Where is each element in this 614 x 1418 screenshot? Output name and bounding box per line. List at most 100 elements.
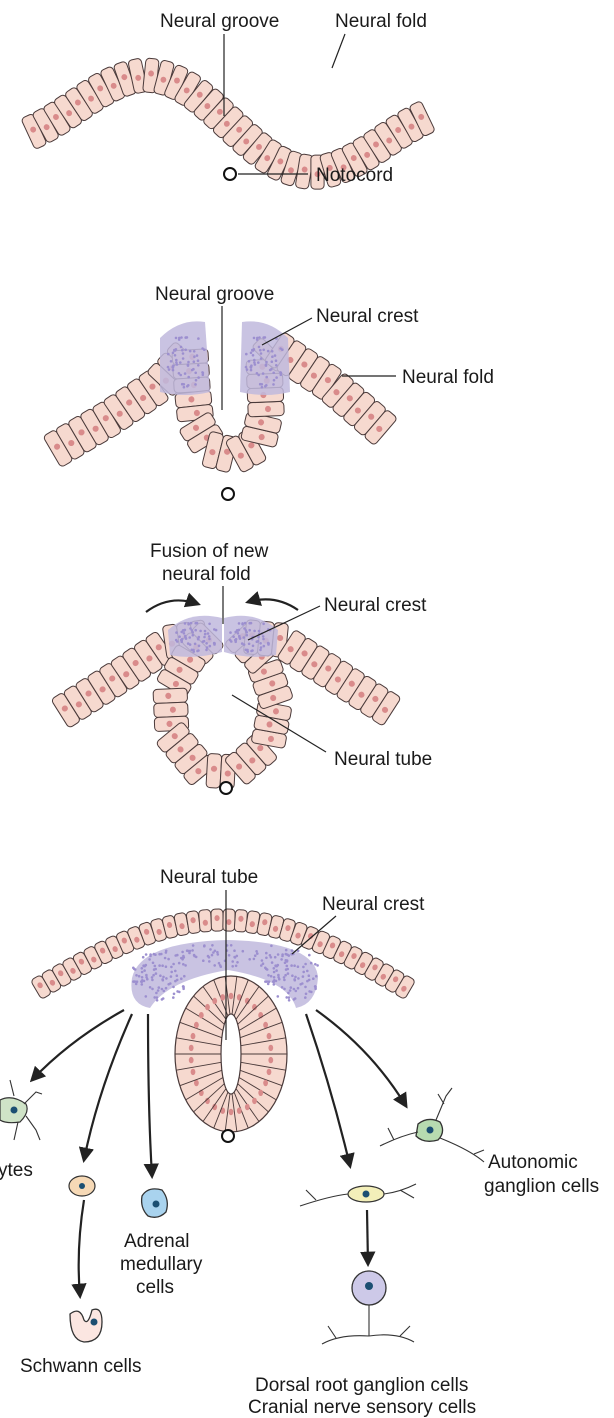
melanocytes-label: ytes — [0, 1160, 33, 1181]
autonomic-label-line1: Autonomic — [488, 1152, 578, 1173]
tube-cell-nucleus — [194, 1022, 199, 1028]
crest-cell-dot — [172, 963, 175, 966]
tube-cell-nucleus — [194, 1080, 199, 1086]
crest-cell-dot — [184, 372, 187, 375]
crest-cell-dot — [258, 346, 261, 349]
crest-cell-dot — [172, 369, 175, 372]
crest-cell-dot — [305, 993, 308, 996]
crest-cell-dot — [189, 627, 192, 630]
crest-cell-dot — [149, 986, 152, 989]
crest-cell-dot — [304, 996, 307, 999]
crest-cell-dot — [209, 948, 212, 951]
stage3-fusion-label-line2: neural fold — [162, 564, 251, 585]
crest-cell-dot — [275, 980, 278, 983]
crest-cell-dot — [178, 962, 181, 965]
crest-cell-dot — [287, 992, 290, 995]
crest-cell-dot — [145, 976, 148, 979]
crest-cell-dot — [156, 999, 159, 1002]
crest-cell-dot — [252, 354, 255, 357]
crest-cell-dot — [262, 635, 265, 638]
crest-cell-dot — [175, 337, 178, 340]
crest-cell-dot — [248, 629, 251, 632]
crest-cell-dot — [203, 944, 206, 947]
crest-cell-dot — [199, 630, 202, 633]
crest-cell-dot — [245, 366, 248, 369]
crest-cell-dot — [178, 337, 181, 340]
crest-cell-dot — [290, 986, 293, 989]
stage2-neural-groove-label: Neural groove — [155, 284, 274, 305]
crest-cell-dot — [206, 646, 209, 649]
crest-cell-dot — [168, 368, 171, 371]
crest-cell-dot — [250, 352, 253, 355]
crest-cell-dot — [211, 944, 214, 947]
crest-cell-dot — [284, 962, 287, 965]
crest-cell-dot — [268, 980, 271, 983]
crest-cell-dot — [143, 969, 146, 972]
crest-cell-dot — [170, 971, 173, 974]
crest-cell-dot — [232, 635, 235, 638]
crest-cell-dot — [163, 990, 166, 993]
crest-cell-dot — [182, 955, 185, 958]
crest-cell-dot — [197, 337, 200, 340]
crest-cell-dot — [174, 954, 177, 957]
crest-cell-dot — [174, 970, 177, 973]
crest-cell-dot — [273, 971, 276, 974]
crest-cell-dot — [189, 643, 192, 646]
tube-cell-nucleus — [267, 1069, 272, 1075]
crest-cell-dot — [145, 974, 148, 977]
crest-cell-dot — [283, 979, 286, 982]
crest-cell-dot — [152, 974, 155, 977]
crest-cell-dot — [182, 988, 185, 991]
crest-cell-dot — [194, 643, 197, 646]
crest-cell-dot — [142, 964, 145, 967]
crest-cell-dot — [314, 988, 317, 991]
stage1-neural-fold-label: Neural fold — [335, 11, 427, 32]
crest-cell-dot — [277, 953, 280, 956]
crest-cell-dot — [194, 629, 197, 632]
crest-cell-dot — [271, 961, 274, 964]
crest-cell-dot — [314, 985, 317, 988]
tube-cell-nucleus — [229, 1109, 234, 1115]
tube-cell-nucleus — [245, 1104, 250, 1110]
crest-cell-dot — [260, 357, 263, 360]
crest-cell-dot — [192, 634, 195, 637]
crest-cell-dot — [235, 965, 238, 968]
crest-cell-dot — [197, 359, 200, 362]
stage3-crest-left — [168, 616, 222, 657]
crest-cell-dot — [184, 964, 187, 967]
stage1-neural-groove-label: Neural groove — [160, 11, 279, 32]
crest-cell-dot — [141, 976, 144, 979]
crest-cell-dot — [271, 355, 274, 358]
crest-cell-dot — [253, 361, 256, 364]
crest-cell-dot — [143, 980, 146, 983]
crest-cell-dot — [183, 383, 186, 386]
crest-cell-dot — [187, 622, 190, 625]
crest-cell-dot — [203, 636, 206, 639]
crest-cell-dot — [261, 959, 264, 962]
crest-cell-dot — [161, 978, 164, 981]
crest-cell-dot — [264, 980, 267, 983]
schwann-precursor-icon — [69, 1176, 95, 1196]
crest-cell-dot — [312, 977, 315, 980]
crest-cell-dot — [208, 638, 211, 641]
crest-cell-dot — [241, 622, 244, 625]
crest-cell-dot — [149, 953, 152, 956]
dorsal-root-label: Dorsal root ganglion cells — [255, 1375, 468, 1396]
crest-cell-dot — [236, 961, 239, 964]
crest-cell-dot — [165, 977, 168, 980]
crest-cell-dot — [275, 364, 278, 367]
crest-cell-dot — [302, 975, 305, 978]
crest-cell-dot — [202, 959, 205, 962]
stage3-fusion: Fusion of new neural fold Neural crest N… — [51, 541, 432, 794]
crest-cell-dot — [265, 957, 268, 960]
crest-cell-dot — [253, 337, 256, 340]
crest-cell-dot — [310, 991, 313, 994]
crest-cell-dot — [190, 622, 193, 625]
crest-cell-dot — [181, 951, 184, 954]
crest-cell-dot — [218, 962, 221, 965]
crest-cell-dot — [270, 945, 273, 948]
crest-cell-dot — [299, 983, 302, 986]
stage4-neural-tube-label: Neural tube — [160, 867, 258, 888]
crest-cell-dot — [253, 359, 256, 362]
crest-cell-dot — [289, 989, 292, 992]
